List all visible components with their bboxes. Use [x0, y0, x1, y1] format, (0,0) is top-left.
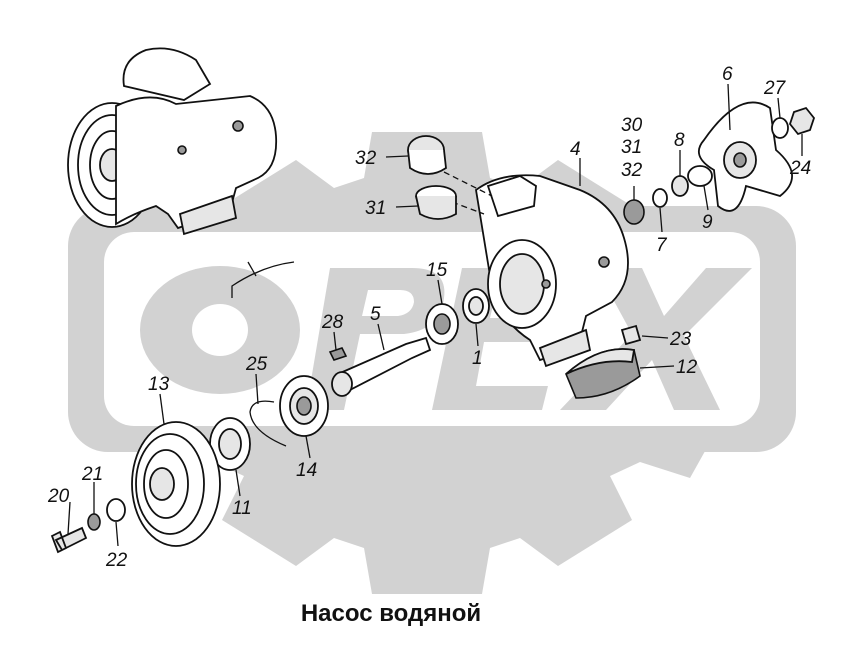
seal-stack	[623, 165, 713, 225]
label-22: 24	[789, 158, 811, 179]
key-part-28	[328, 347, 348, 361]
label-14: 14	[296, 460, 317, 481]
washer-part-27	[771, 117, 789, 139]
label-23: 31	[365, 198, 386, 219]
label-20: 22	[105, 550, 128, 571]
sleeve-part-23	[415, 185, 457, 220]
washer-part-20	[106, 498, 126, 522]
bolt-part-18	[50, 526, 88, 554]
label-7: 7	[656, 235, 668, 256]
label-12: 12	[676, 357, 698, 378]
ring-part-1	[462, 288, 490, 324]
label-1: 1	[472, 348, 483, 369]
bearing-part-14	[279, 375, 329, 437]
label-5: 5	[370, 304, 381, 325]
label-27: 27	[763, 78, 787, 99]
plug-part-21	[620, 324, 642, 346]
cover-part-12	[565, 348, 641, 399]
shaft-part-5	[331, 336, 432, 397]
lock-washer-part-19	[87, 513, 101, 531]
label-24: 32	[355, 148, 377, 169]
label-9: 9	[702, 212, 713, 233]
label-18: 20	[47, 486, 70, 507]
label-25: 25	[245, 354, 268, 375]
label-4: 4	[570, 139, 581, 160]
plug-part-24	[407, 135, 447, 175]
leader-lines	[67, 83, 803, 547]
label-6: 6	[722, 64, 733, 85]
pulley-part-13	[131, 421, 221, 547]
diagram-caption: Насос водяной	[301, 600, 481, 627]
label-15: 15	[426, 260, 448, 281]
bearing-part-15	[425, 303, 459, 345]
label-11: 11	[232, 498, 252, 519]
label-32: 32	[621, 160, 643, 181]
label-21: 23	[669, 329, 692, 350]
impeller-part-6	[697, 101, 793, 212]
label-30: 30	[621, 115, 643, 136]
snap-ring-part-25	[249, 400, 287, 447]
part-labels: 32 31 4 30 31 32 7 8 9 6 27 24 23 12 15 …	[47, 64, 811, 571]
pump-housing	[443, 171, 629, 368]
nut-part-22	[788, 106, 816, 136]
label-28: 28	[321, 312, 344, 333]
pump-housing-assembled	[67, 47, 278, 236]
label-19: 21	[81, 464, 103, 485]
label-31: 31	[621, 137, 642, 158]
label-8: 8	[674, 130, 685, 151]
label-13: 13	[148, 374, 170, 395]
